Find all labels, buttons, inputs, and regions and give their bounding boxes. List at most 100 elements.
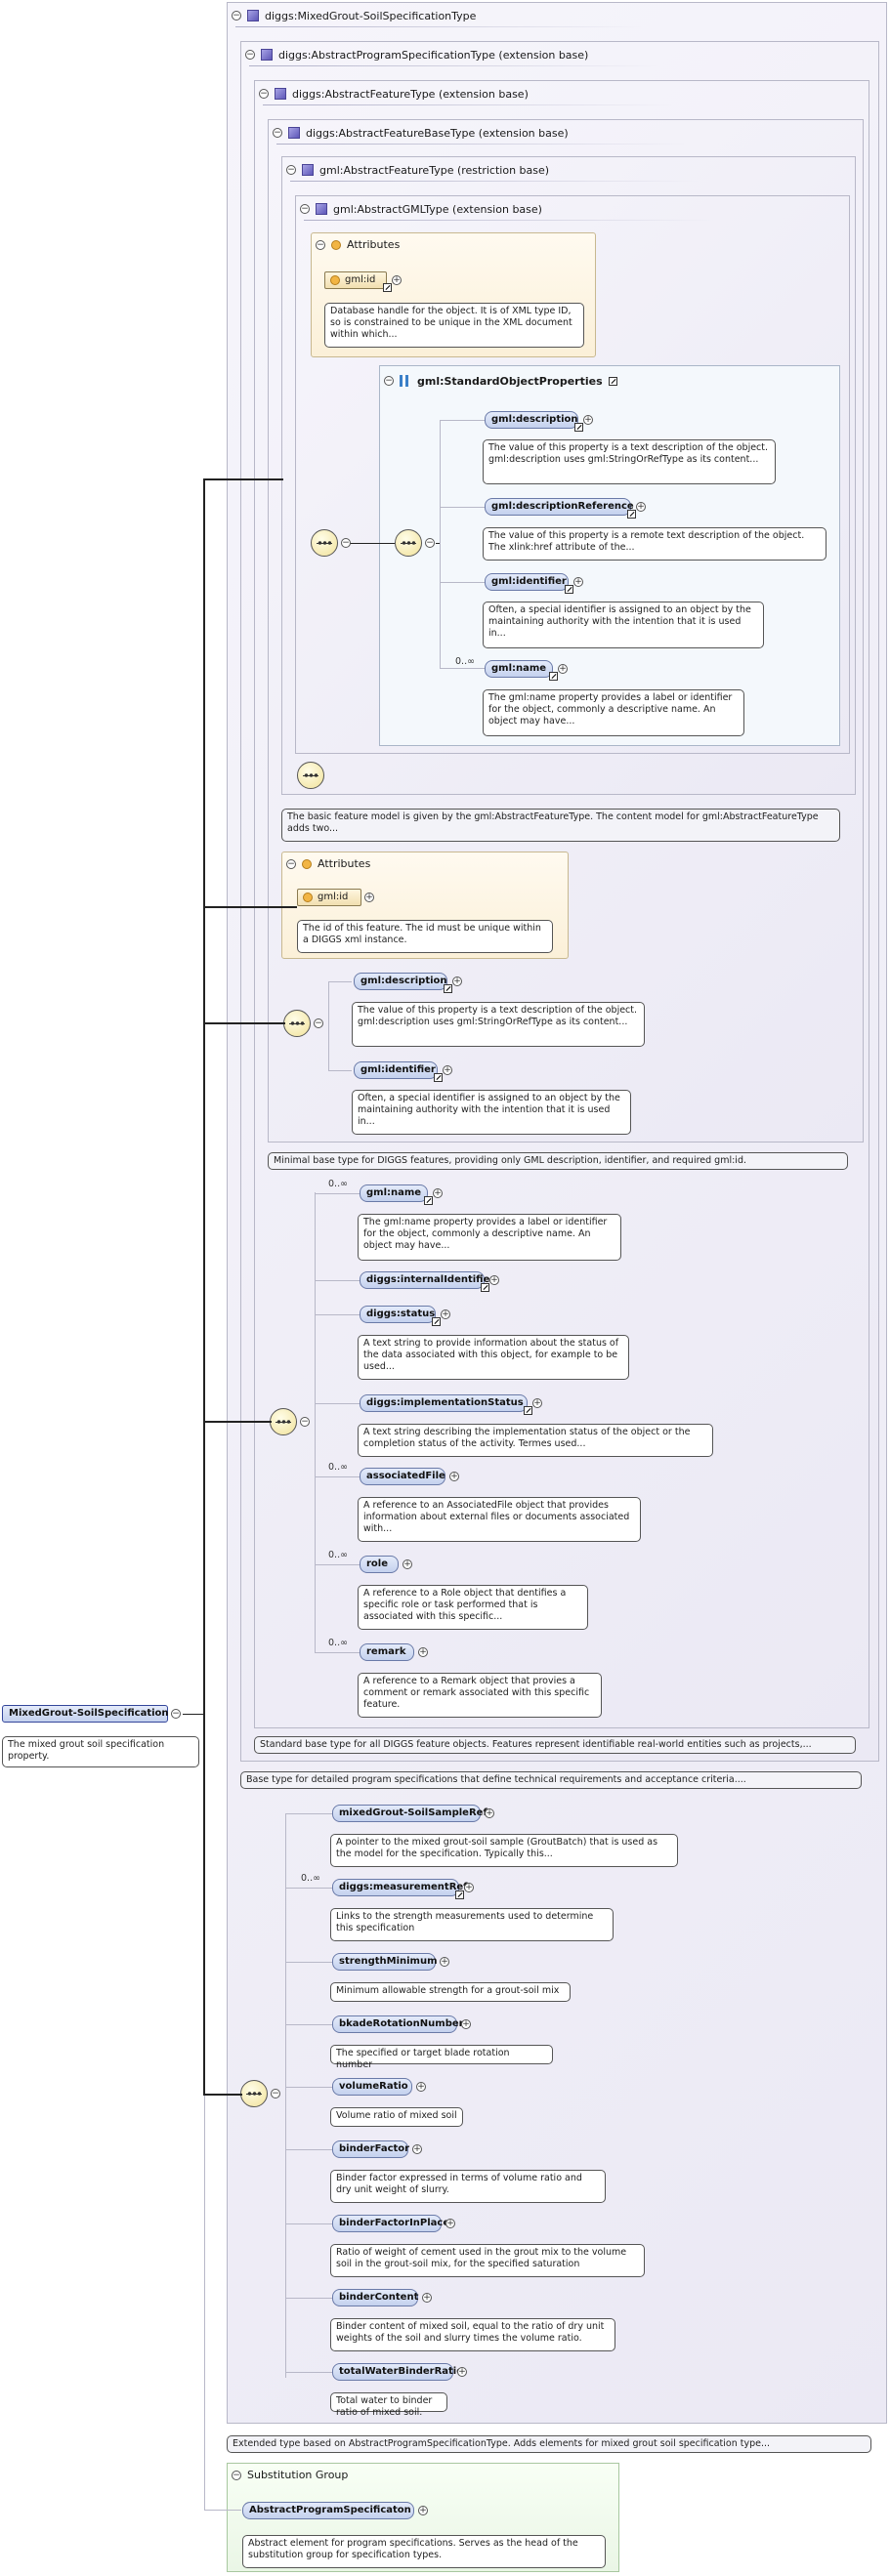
header-divider [249,65,659,66]
binderfactorinplace-element[interactable]: binderFactorInPlace [332,2215,449,2232]
collapse-toggle[interactable]: − [232,11,241,21]
role-element[interactable]: role [360,1556,399,1573]
expand-icon[interactable]: + [445,2219,455,2228]
expand-icon[interactable]: + [364,893,374,902]
attribute-icon [302,858,312,869]
collapse-toggle[interactable]: − [245,50,255,60]
type-title: diggs:AbstractFeatureBaseType (extension… [306,126,569,140]
connector [440,582,485,583]
collapse-toggle[interactable]: − [314,1018,323,1028]
expand-icon[interactable]: + [443,1065,452,1075]
expand-icon[interactable]: + [449,1472,459,1481]
binderfactor-element[interactable]: binderFactor [332,2140,409,2158]
mixedgrout-soilspecification-root-element[interactable]: MixedGrout-SoilSpecification [2,1705,169,1723]
complex-type-icon [275,88,286,100]
occurrence-label: 0..∞ [328,1638,348,1648]
associatedfile-element[interactable]: associatedFile [360,1468,445,1485]
element-label: gml:descriptionReference [491,501,634,512]
expand-icon[interactable]: + [441,1309,450,1319]
reference-icon [549,672,558,681]
connector [285,2298,332,2299]
collapse-toggle[interactable]: − [271,2089,280,2098]
root-element-doc: The mixed grout soil specification prope… [2,1736,199,1767]
connector-vertical [285,1813,286,2378]
connector-vertical [328,981,329,1071]
strengthminimum-element[interactable]: strengthMinimum [332,1953,438,1971]
collapse-toggle[interactable]: − [316,239,325,250]
binderfactor-doc: Binder factor expressed in terms of volu… [330,2170,606,2203]
gml-description-element[interactable]: gml:description [485,411,578,429]
expand-icon[interactable]: + [573,577,583,587]
gml-id-attribute[interactable]: gml:id [324,271,387,289]
connector [315,1314,360,1315]
attribute-label: gml:id [318,892,349,902]
expand-icon[interactable]: + [457,2367,467,2377]
collapse-toggle[interactable]: − [273,128,282,138]
element-label: AbstractProgramSpecificaton [249,2505,411,2515]
collapse-toggle[interactable]: − [171,1709,181,1719]
expand-icon[interactable]: + [416,2082,426,2092]
gml-name-element[interactable]: gml:name [485,660,553,678]
expand-icon[interactable]: + [392,275,402,285]
expand-icon[interactable]: + [433,1188,443,1198]
gml-name-doc: The gml:name property provides a label o… [483,689,744,736]
element-label: binderFactorInPlace [339,2218,450,2228]
collapse-toggle[interactable]: − [286,858,296,869]
gml-identifier-doc: Often, a special identifier is assigned … [352,1090,631,1135]
occurrence-label: 0..∞ [455,656,475,667]
collapse-toggle[interactable]: − [425,538,435,548]
expand-icon[interactable]: + [418,1647,428,1657]
gml-identifier-element[interactable]: gml:identifier [354,1061,438,1079]
connector [285,1888,332,1889]
abstractprogramspecification-element[interactable]: AbstractProgramSpecificaton [242,2502,414,2519]
expand-icon[interactable]: + [558,664,568,674]
element-label: diggs:implementationStatus [366,1397,524,1408]
diggs-internalidentifier-element[interactable]: diggs:internalIdentifier [360,1271,494,1289]
expand-icon[interactable]: + [412,2144,422,2154]
collapse-toggle[interactable]: − [341,538,351,548]
sequence-compositor-icon [297,762,324,789]
expand-icon[interactable]: + [485,1808,494,1818]
collapse-toggle[interactable]: − [232,2470,241,2480]
expand-icon[interactable]: + [452,976,462,986]
gml-descriptionreference-element[interactable]: gml:descriptionReference [485,498,634,516]
main-connector [203,1421,272,1423]
attributes-label: Attributes [318,857,371,870]
expand-icon[interactable]: + [461,2019,471,2029]
gml-identifier-element[interactable]: gml:identifier [485,573,569,591]
bindercontent-element[interactable]: binderContent [332,2289,418,2306]
expand-icon[interactable]: + [532,1398,542,1408]
collapse-toggle[interactable]: − [384,376,394,386]
reference-icon [574,423,583,432]
collapse-toggle[interactable]: − [300,204,310,214]
diggs-status-element[interactable]: diggs:status [360,1306,436,1323]
expand-icon[interactable]: + [440,1957,449,1967]
collapse-toggle[interactable]: − [286,165,296,175]
expand-icon[interactable]: + [464,1883,474,1892]
totalwaterbinderratio-element[interactable]: totalWaterBinderRatio [332,2363,463,2381]
expand-icon[interactable]: + [418,2506,428,2515]
expand-icon[interactable]: + [489,1275,499,1285]
volumeratio-element[interactable]: volumeRatio [332,2078,412,2096]
header-divider [235,26,646,27]
collapse-toggle[interactable]: − [259,89,269,99]
diggs-implementationstatus-element[interactable]: diggs:implementationStatus [360,1394,528,1412]
expand-icon[interactable]: + [636,502,646,512]
collapse-toggle[interactable]: − [300,1417,310,1427]
substitution-element-doc: Abstract element for program specificati… [242,2535,606,2568]
mixedgrout-soilsampleref-element[interactable]: mixedGrout-SoilSampleRef [332,1805,487,1822]
remark-element[interactable]: remark [360,1643,414,1661]
expand-icon[interactable]: + [403,1559,412,1569]
gml-descriptionreference-doc: The value of this property is a remote t… [483,527,826,561]
gml-id-attribute[interactable]: gml:id [297,889,361,906]
gml-name-element[interactable]: gml:name [360,1184,428,1202]
bkaderotationnumber-element[interactable]: bkadeRotationNumber [332,2015,464,2033]
expand-icon[interactable]: + [422,2293,432,2303]
element-label: remark [366,1646,406,1657]
connector [285,2372,332,2373]
expand-icon[interactable]: + [583,415,593,425]
gml-description-element[interactable]: gml:description [354,973,447,990]
connector [285,1962,332,1963]
diggs-measurementref-element[interactable]: diggs:measurementRef [332,1879,468,1896]
element-label: gml:description [360,976,447,986]
